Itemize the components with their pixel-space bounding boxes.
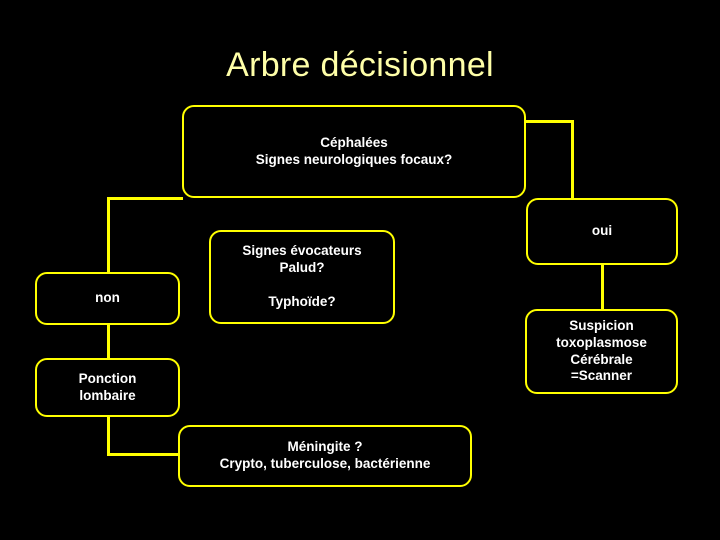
connector-non-to-ponction-vertical	[107, 324, 110, 359]
node-non[interactable]: non	[35, 272, 180, 325]
node-ponction-lombaire[interactable]: Ponction lombaire	[35, 358, 180, 417]
node-meningite-label: Méningite ? Crypto, tuberculose, bactéri…	[219, 439, 431, 471]
node-non-label: non	[95, 290, 120, 306]
node-root[interactable]: Céphalées Signes neurologiques focaux?	[182, 105, 526, 198]
node-oui-label: oui	[591, 223, 613, 239]
connector-oui-to-toxo-vertical	[601, 264, 604, 310]
connector-root-to-non-horizontal	[107, 197, 183, 200]
node-root-label: Céphalées Signes neurologiques focaux?	[255, 134, 453, 167]
node-ponction-lombaire-label: Ponction lombaire	[78, 370, 137, 403]
connector-ponction-to-meningite-vertical	[107, 416, 110, 456]
page-title: Arbre décisionnel	[226, 46, 494, 84]
connector-ponction-to-meningite-horizontal	[107, 453, 179, 456]
node-suspicion-toxoplasmose[interactable]: Suspicion toxoplasmose Cérébrale =Scanne…	[525, 309, 678, 394]
node-meningite[interactable]: Méningite ? Crypto, tuberculose, bactéri…	[178, 425, 472, 487]
connector-root-to-non-vertical	[107, 197, 110, 273]
connector-root-to-oui-horizontal	[524, 120, 574, 123]
node-signes-evocateurs[interactable]: Signes évocateurs Palud? Typhoïde?	[209, 230, 395, 324]
node-oui[interactable]: oui	[526, 198, 678, 265]
connector-root-to-oui-vertical	[571, 120, 574, 198]
node-suspicion-toxoplasmose-label: Suspicion toxoplasmose Cérébrale =Scanne…	[556, 317, 647, 384]
node-signes-evocateurs-label: Signes évocateurs Palud? Typhoïde?	[242, 243, 362, 309]
